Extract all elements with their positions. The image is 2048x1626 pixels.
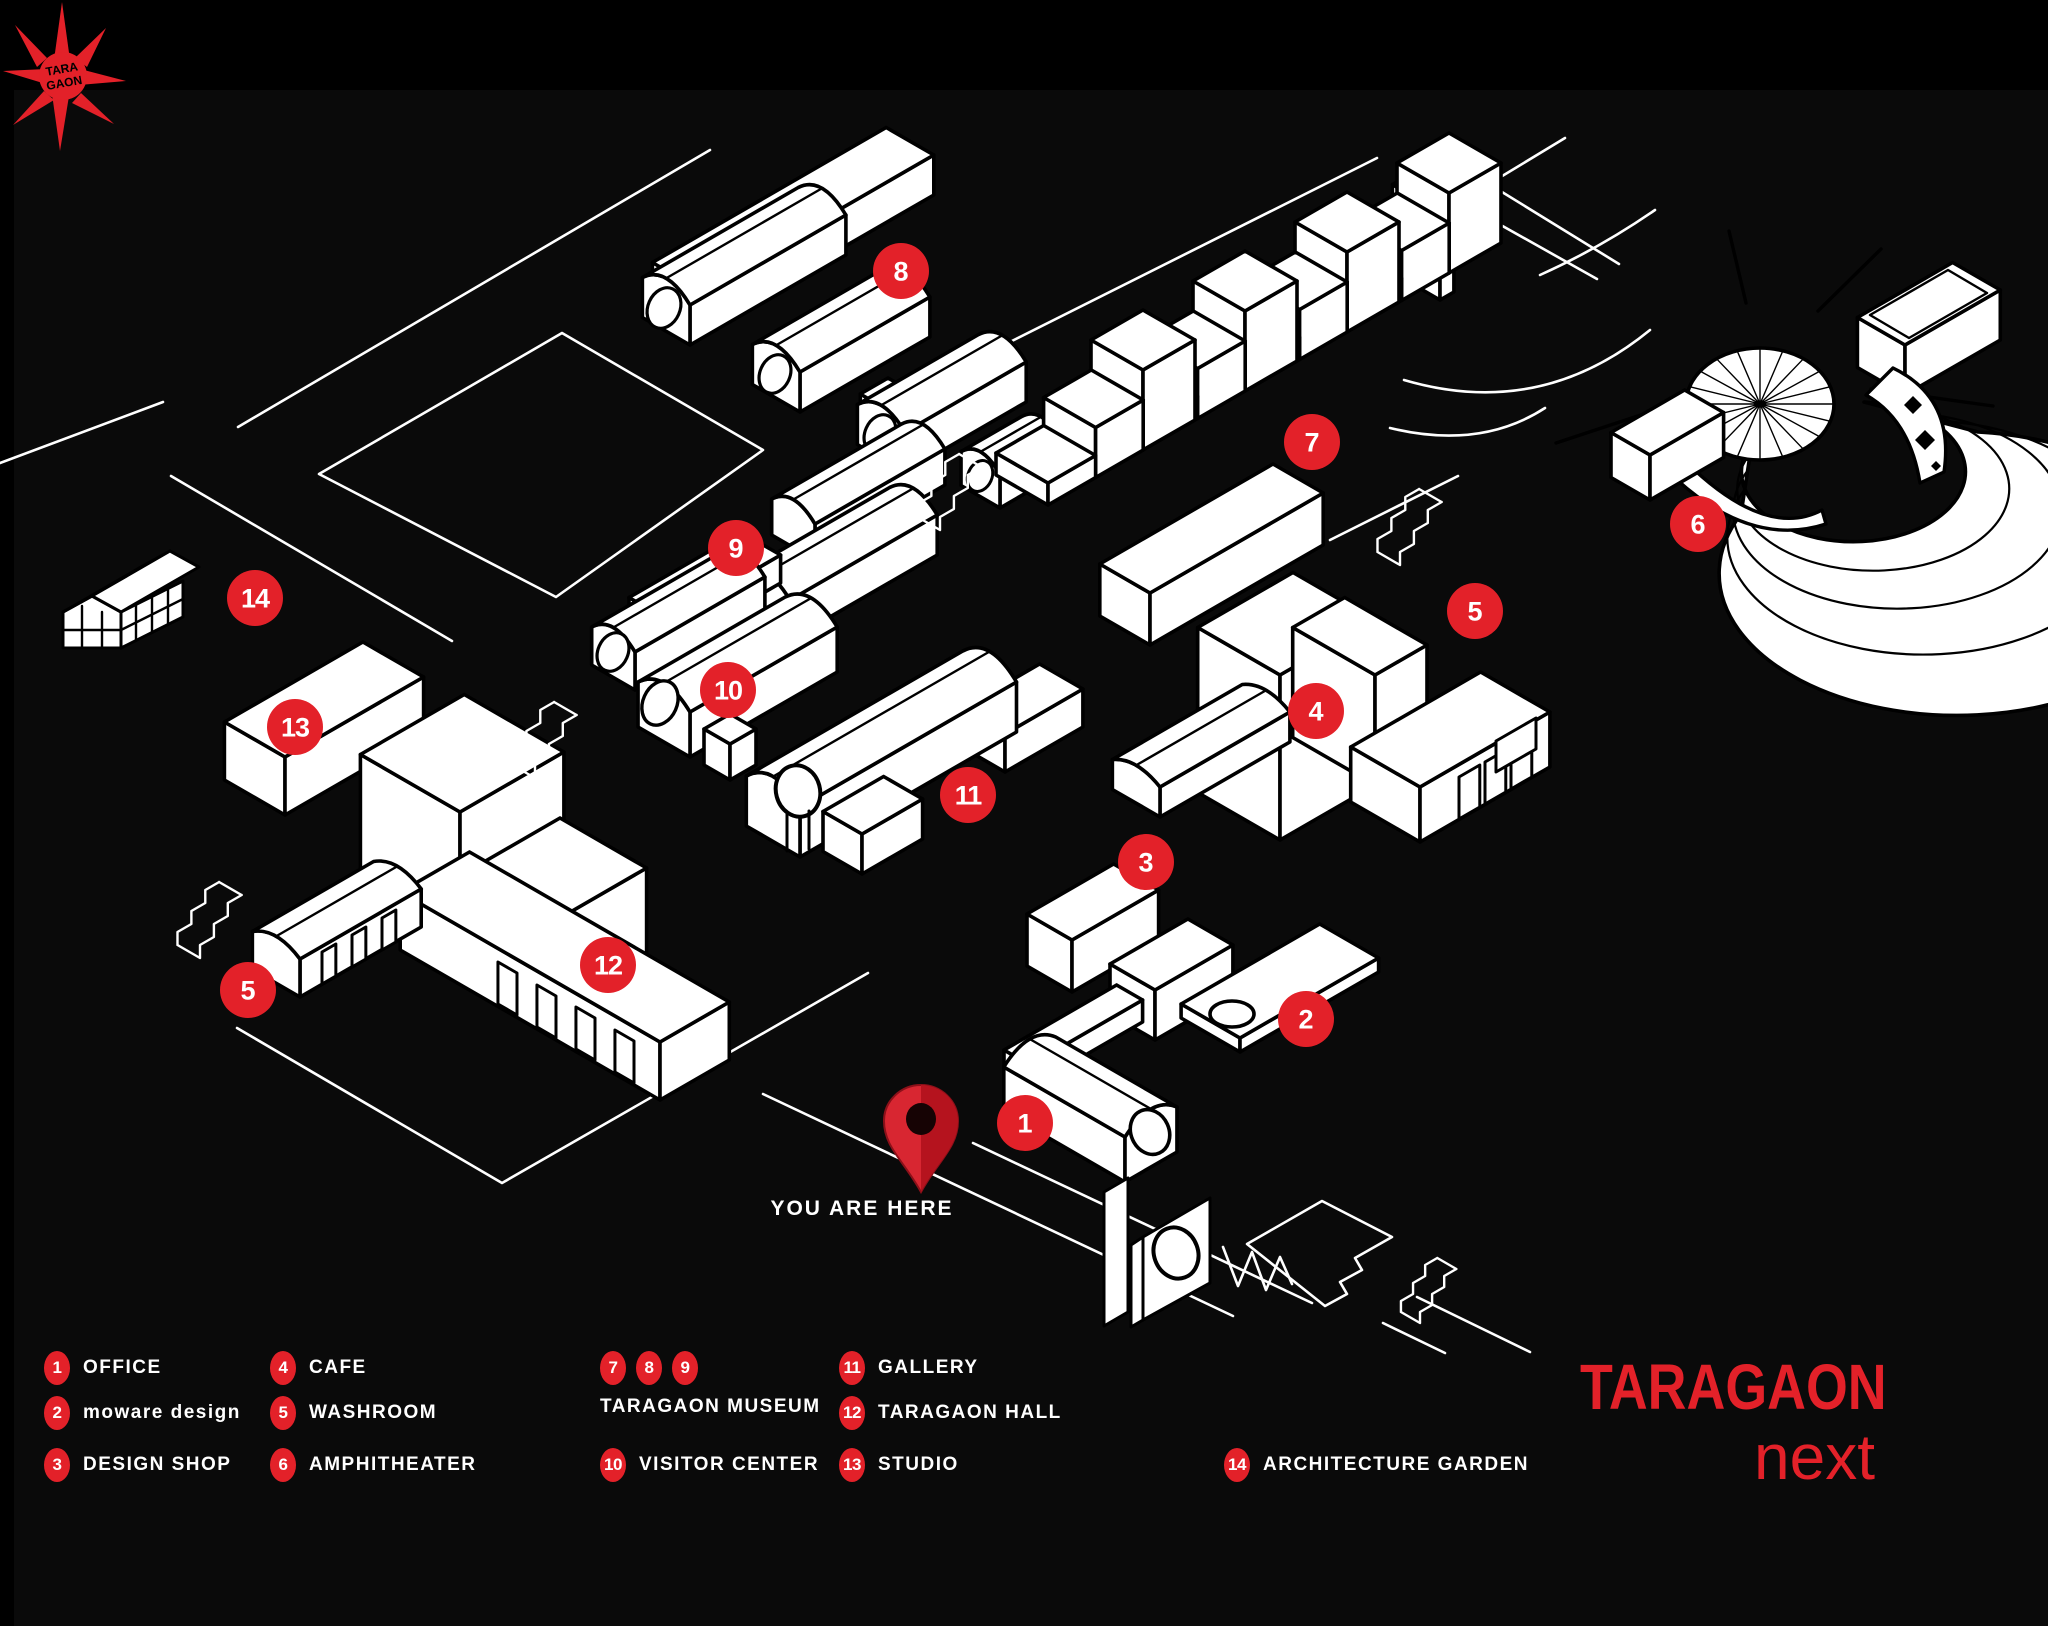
map-marker-14: 14 (227, 570, 283, 626)
map-marker-3: 3 (1118, 834, 1174, 890)
legend-badge-4: 4 (270, 1351, 296, 1385)
you-are-here-pin (882, 1084, 960, 1195)
svg-text:2: 2 (1298, 1005, 1313, 1035)
map-marker-9: 9 (708, 520, 764, 576)
legend-item-architecture-garden: 14 ARCHITECTURE GARDEN (1224, 1448, 1529, 1482)
legend-label: DESIGN SHOP (83, 1454, 232, 1475)
legend-label: TARAGAON HALL (878, 1402, 1062, 1423)
svg-text:8: 8 (893, 257, 908, 287)
map-marker-4: 4 (1288, 683, 1344, 739)
map-marker-6: 6 (1670, 496, 1726, 552)
buildings-layer (61, 125, 2048, 1329)
svg-text:9: 9 (728, 534, 743, 564)
legend-label: ARCHITECTURE GARDEN (1263, 1454, 1529, 1475)
svg-text:14: 14 (241, 584, 270, 614)
star-text-bottom: GAON (45, 73, 83, 93)
legend-badge-5: 5 (270, 1396, 296, 1430)
legend-badge-6: 6 (270, 1448, 296, 1482)
legend-badge-9: 9 (672, 1351, 698, 1385)
svg-text:7: 7 (1304, 428, 1319, 458)
legend-item-moware-design: 2 moware design (44, 1396, 241, 1430)
svg-text:13: 13 (281, 713, 310, 743)
legend-item-taragaon-hall: 12 TARAGAON HALL (839, 1396, 1062, 1430)
svg-text:3: 3 (1138, 848, 1153, 878)
legend-label: STUDIO (878, 1454, 959, 1475)
legend-badge-3: 3 (44, 1448, 70, 1482)
legend-label: CAFE (309, 1357, 367, 1378)
map-marker-5: 5 (220, 962, 276, 1018)
logo-subtitle: next (1754, 1421, 1875, 1493)
svg-text:6: 6 (1690, 510, 1705, 540)
map-marker-13: 13 (267, 699, 323, 755)
markers-layer: 8 7 6 9 14 5 10 4 13 11 3 12 5 2 (220, 243, 1726, 1151)
legend-badge-13: 13 (839, 1448, 865, 1482)
legend-badge-11: 11 (839, 1351, 865, 1385)
map-marker-11: 11 (940, 767, 996, 823)
legend-label: GALLERY (878, 1357, 979, 1378)
legend-badge-12: 12 (839, 1396, 865, 1430)
map-marker-8: 8 (873, 243, 929, 299)
legend-item-studio: 13 STUDIO (839, 1448, 959, 1482)
legend-item-office: 1 OFFICE (44, 1351, 162, 1385)
legend-label: WASHROOM (309, 1402, 438, 1423)
legend-item-gallery: 11 GALLERY (839, 1351, 979, 1385)
svg-text:5: 5 (240, 976, 255, 1006)
map-marker-1: 1 (997, 1095, 1053, 1151)
svg-text:12: 12 (594, 951, 622, 981)
map-marker-2: 2 (1278, 991, 1334, 1047)
svg-text:1: 1 (1017, 1109, 1032, 1139)
legend-badge-14: 14 (1224, 1448, 1250, 1482)
legend-badge-2: 2 (44, 1396, 70, 1430)
legend-item-amphitheater: 6 AMPHITHEATER (270, 1448, 477, 1482)
legend-badge-8: 8 (636, 1351, 662, 1385)
legend-label: OFFICE (83, 1357, 162, 1378)
svg-text:5: 5 (1467, 597, 1482, 627)
map-panel (14, 90, 2048, 1626)
you-are-here-label: YOU ARE HERE (770, 1197, 953, 1220)
legend-item-visitor-center: 10 VISITOR CENTER (600, 1448, 819, 1482)
svg-text:10: 10 (714, 676, 742, 706)
legend-item-design-shop: 3 DESIGN SHOP (44, 1448, 231, 1482)
legend-label: moware design (83, 1402, 241, 1423)
svg-text:11: 11 (955, 781, 983, 811)
taragaon-star-icon: TARA GAON (3, 2, 126, 151)
svg-text:4: 4 (1308, 697, 1323, 727)
legend-item-cafe: 4 CAFE (270, 1351, 367, 1385)
legend-badge-7: 7 (600, 1351, 626, 1385)
legend-item-washroom: 5 WASHROOM (270, 1396, 437, 1430)
legend-label: TARAGAON MUSEUM (600, 1396, 821, 1417)
logo-title: TARAGAON (1580, 1351, 1887, 1423)
legend-badge-10: 10 (600, 1448, 626, 1482)
legend-label: VISITOR CENTER (639, 1454, 820, 1475)
map-marker-12: 12 (580, 937, 636, 993)
legend-badge-1: 1 (44, 1351, 70, 1385)
star-text-top: TARA (45, 59, 80, 78)
map-marker-7: 7 (1284, 414, 1340, 470)
legend-item-taragaon-museum: TARAGAON MUSEUM (600, 1396, 821, 1418)
legend-label: AMPHITHEATER (309, 1454, 477, 1475)
map-marker-5: 5 (1447, 583, 1503, 639)
map-marker-10: 10 (700, 662, 756, 718)
